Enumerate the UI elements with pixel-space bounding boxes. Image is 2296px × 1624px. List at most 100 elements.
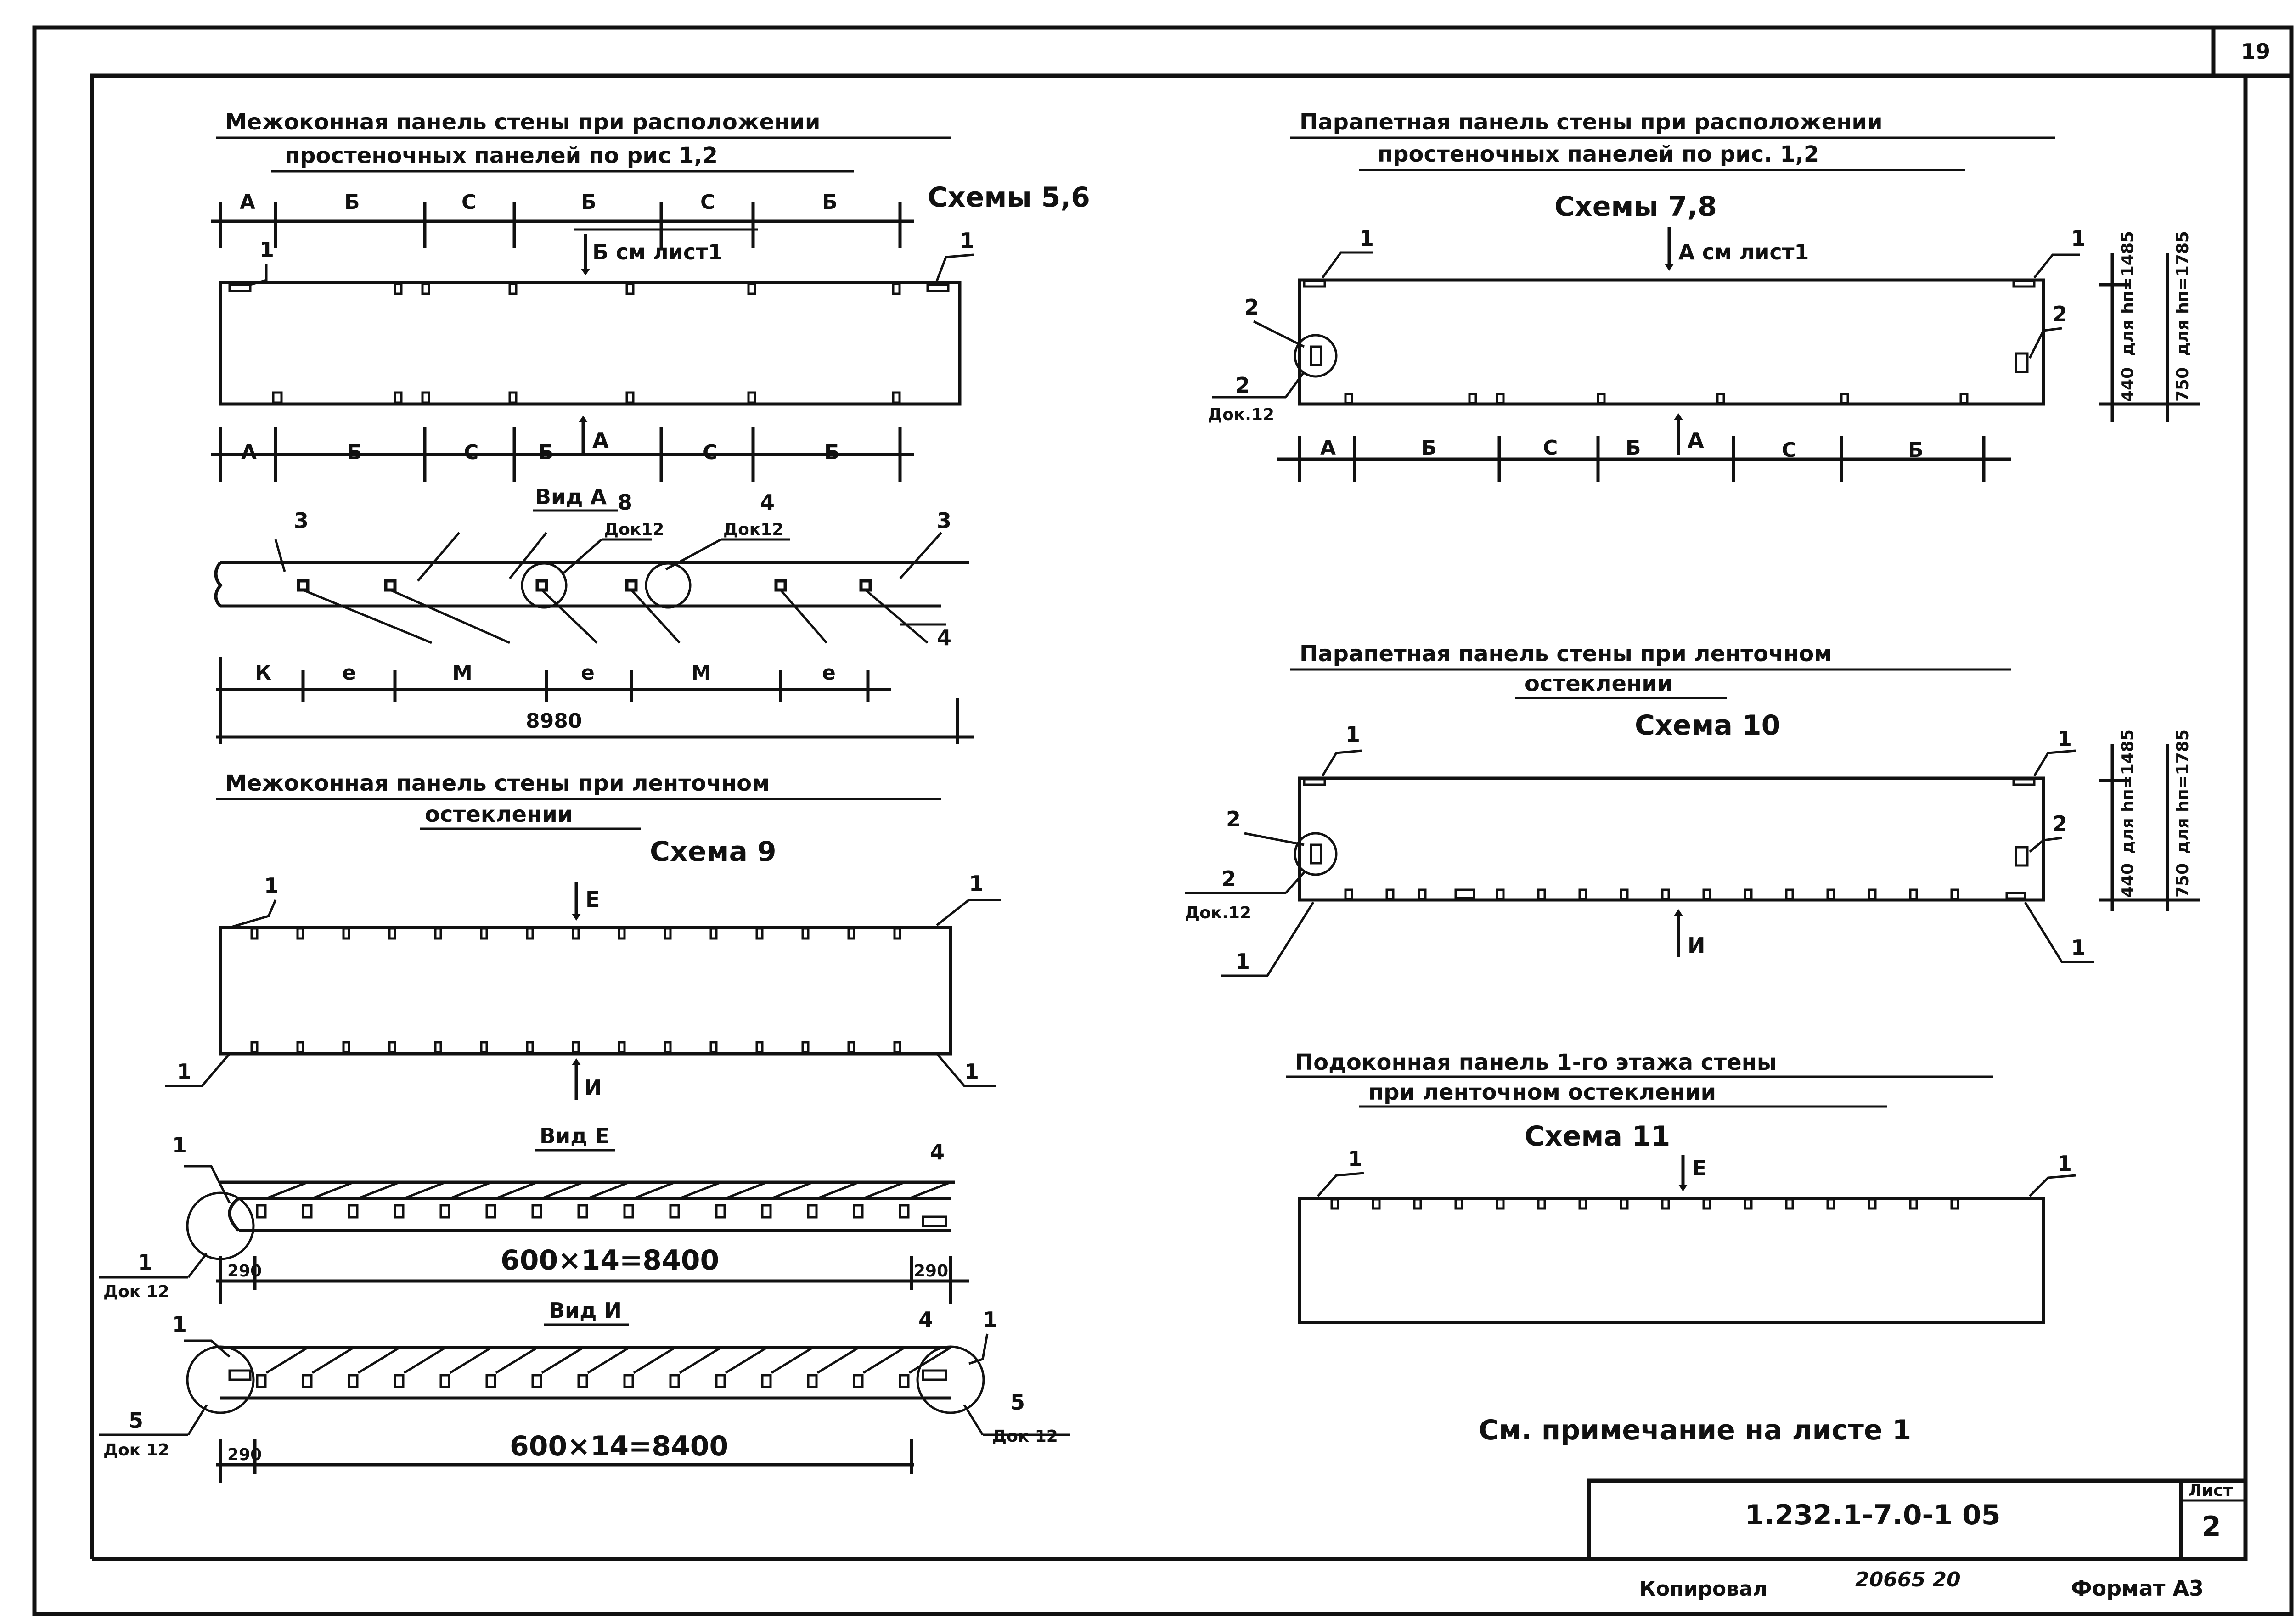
panel3-doc: Док.12 [1208,405,1274,424]
view-i-hatch-line [771,1346,814,1374]
view-e-anchor [853,1204,864,1219]
panel4-callout-2-upper: 2 [1226,807,1241,832]
stamp-sheet-label: Лист [2188,1481,2233,1500]
panel5-embedded-parts [1330,1198,1959,1210]
panel4-arrow-bottom [1674,909,1683,957]
panel5-title-line2: при ленточном остеклении [1368,1079,1716,1105]
panel3-arrow-bottom [1674,413,1683,455]
view-e-anchor [485,1204,496,1219]
panel2-callout-bl: 1 [177,1059,191,1084]
view-i-hatch-line [357,1346,400,1374]
view-e-hatch-line [450,1181,492,1200]
panel4-height-dims [2099,744,2200,911]
view-i-anchor [715,1374,726,1388]
copied-label: Копировал [1639,1577,1767,1601]
sheet-frame [32,25,2294,1616]
view-a-dim-m2: М [691,661,711,685]
panel1-title-line2: простеночных панелей по рис 1,2 [285,143,718,169]
panel2-callout-tr: 1 [969,871,984,896]
view-a-label-8: 8 [618,490,632,515]
view-i-anchor [394,1374,405,1388]
panel3-dim-b3: Б [1908,438,1924,462]
panel2-arrow-bottom-label: И [584,1075,602,1100]
view-i-doc-right: Док 12 [992,1427,1058,1446]
view-i-anchor [256,1374,267,1388]
view-i-title: Вид И [549,1298,622,1323]
view-i-hatch-line [449,1346,492,1374]
panel3-height-1785: для hп=1785 [2173,231,2192,356]
view-e-doc: Док 12 [103,1282,169,1301]
panel2-callout-br: 1 [964,1059,979,1084]
panel3-title-line1: Парапетная панель стены при расположении [1300,109,1883,135]
panel4-title-line2: остеклении [1525,671,1673,697]
panel1-scheme: Схемы 5,6 [928,181,1090,214]
panel5-anchor [1868,1198,1877,1210]
view-i-hatch-line [816,1346,860,1374]
panel3-callout-1-right: 1 [2071,226,2086,251]
panel5-callout-right: 1 [2057,1151,2072,1176]
view-e-hatch-line [679,1181,721,1200]
view-i-label-1-right: 1 [983,1307,997,1332]
view-a-wall-strip [214,532,969,644]
panel1-top-dim-c2: С [700,191,715,214]
panel1-top-dim-b2: Б [581,191,597,214]
panel4-scheme: Схема 10 [1635,709,1780,742]
view-i-dim-left: 290 [227,1445,262,1464]
view-e-anchor [715,1204,726,1219]
panel1-bottom-dim-c1: С [464,441,478,464]
panel2-scheme: Схема 9 [650,836,777,868]
sheet-number: 19 [2241,39,2270,64]
panel3-outline [1298,278,2045,406]
view-i-hatch-line [265,1346,309,1374]
view-e-hatch-line [312,1181,354,1200]
view-e-anchor [761,1204,772,1219]
view-e-title: Вид Е [540,1124,609,1148]
view-e-label-4: 4 [930,1140,945,1164]
view-i-anchor [669,1374,680,1388]
panel4-callout-2-right: 2 [2053,811,2067,836]
view-e-hatch-line [266,1181,308,1200]
panel1-callout-left: 1 [259,237,274,262]
panel4-arrow-bottom-label: И [1688,933,1705,958]
panel4-outline [1298,776,2045,902]
view-i-anchor [761,1374,772,1388]
panel3-arrow-bottom-label: А [1688,428,1704,453]
panel2-arrow-top-label: Е [585,887,600,912]
panel1-bottom-dim-b3: Б [824,441,840,464]
panel2-title-line1: Межоконная панель стены при ленточном [225,770,770,796]
panel3-dim-a: А [1320,436,1336,460]
view-i-dimension-line [216,1439,914,1483]
view-e-hatch-line [725,1181,767,1200]
panel3-height-1485: для hп=1485 [2118,231,2137,356]
panel3-dim-750: 750 [2173,367,2192,402]
view-e-doc-number: 1 [138,1250,152,1275]
view-e-dim-mid: 600×14=8400 [501,1244,719,1276]
view-i-anchor [623,1374,634,1388]
panel1-bottom-dim-b2: Б [538,441,554,464]
panel5-scheme: Схема 11 [1525,1120,1670,1152]
view-i-anchor [439,1374,450,1388]
view-i-label-1-left: 1 [172,1312,187,1337]
view-a-label-4-right: 4 [937,625,951,650]
panel3-title-line2: простеночных панелей по рис. 1,2 [1378,141,1819,167]
panel5-anchor [1950,1198,1959,1210]
panel1-bottom-dim-a: А [241,441,257,464]
panel1-callout-right: 1 [960,228,974,253]
panel3-embedded-parts [1303,280,2036,405]
stamp-sheet-number: 2 [2202,1511,2221,1543]
view-i-hatch-line [679,1346,722,1374]
panel4-title-line1: Парапетная панель стены при ленточном [1300,641,1832,667]
format-label: Формат А3 [2071,1576,2204,1601]
panel3-dim-c1: С [1543,436,1558,460]
view-e-anchor [669,1204,680,1219]
panel1-bottom-dim-c2: С [703,441,717,464]
view-i-doc-left: Док 12 [103,1441,169,1460]
panel5-callout-left: 1 [1348,1146,1362,1171]
panel1-arrow-top-label: Б см лист1 [592,240,723,264]
view-i-label-5-left: 5 [129,1408,143,1433]
view-a-dim-e2: е [581,661,595,685]
view-i-hatch-line [908,1346,951,1374]
panel5-anchor [1702,1198,1711,1210]
view-a-dim-k: К [255,661,271,685]
